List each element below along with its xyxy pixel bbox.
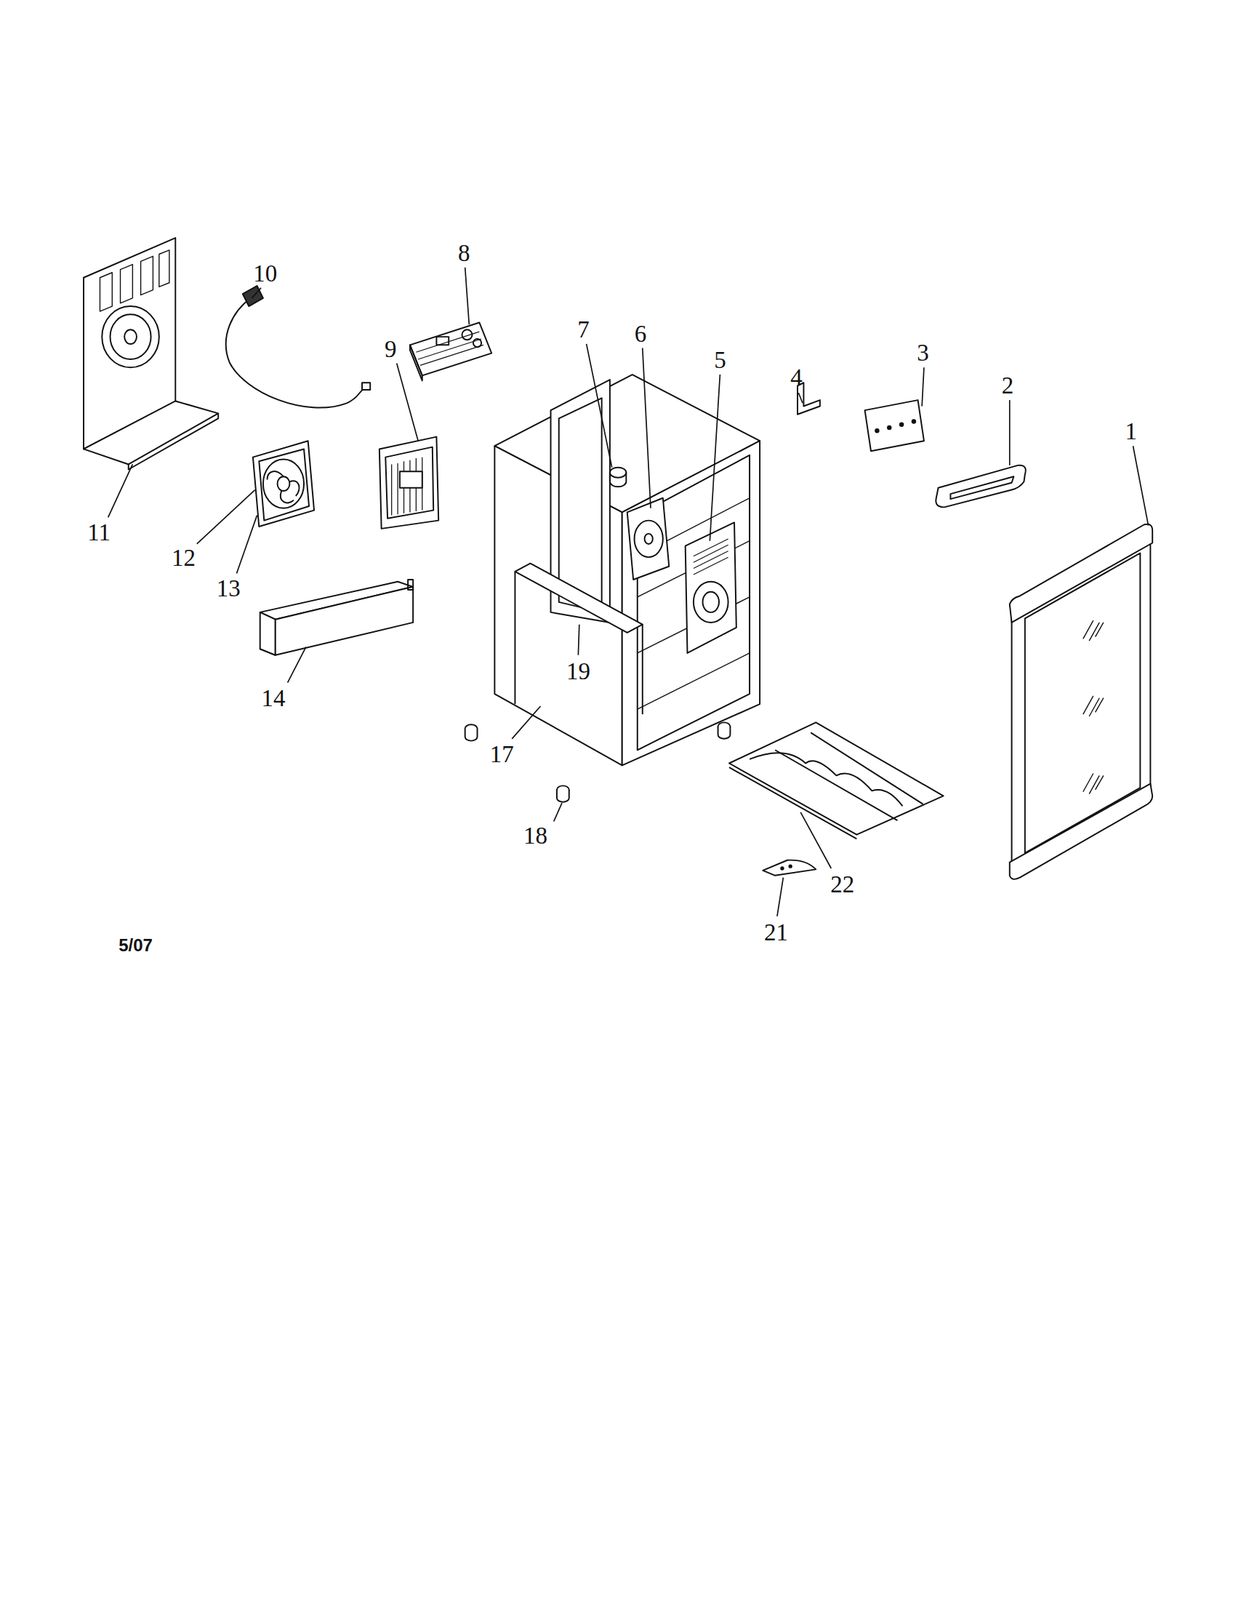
callout-number: 2 [1001, 373, 1015, 398]
callout-number: 8 [458, 240, 471, 265]
callout-number: 10 [252, 260, 277, 285]
callout-number: 11 [87, 520, 111, 545]
callout-number: 9 [384, 336, 397, 361]
callout-number: 4 [790, 365, 803, 390]
callout-number: 17 [490, 741, 514, 766]
callout-number: 5 [713, 348, 727, 373]
callout-number: 13 [216, 576, 241, 601]
callout-number: 19 [566, 659, 591, 684]
revision-date: 5/07 [118, 936, 153, 954]
callout-number: 7 [577, 317, 590, 342]
callout-number: 21 [764, 920, 789, 945]
callout-number: 18 [523, 822, 548, 847]
callout-number: 22 [830, 872, 855, 897]
leader-lines [108, 267, 1149, 917]
callout-number: 1 [1124, 419, 1138, 444]
callout-number: 6 [634, 321, 648, 346]
callout-number: 3 [916, 340, 930, 365]
callout-number: 12 [171, 545, 196, 570]
callout-number: 14 [260, 685, 285, 710]
parts-drawing [83, 237, 1153, 879]
